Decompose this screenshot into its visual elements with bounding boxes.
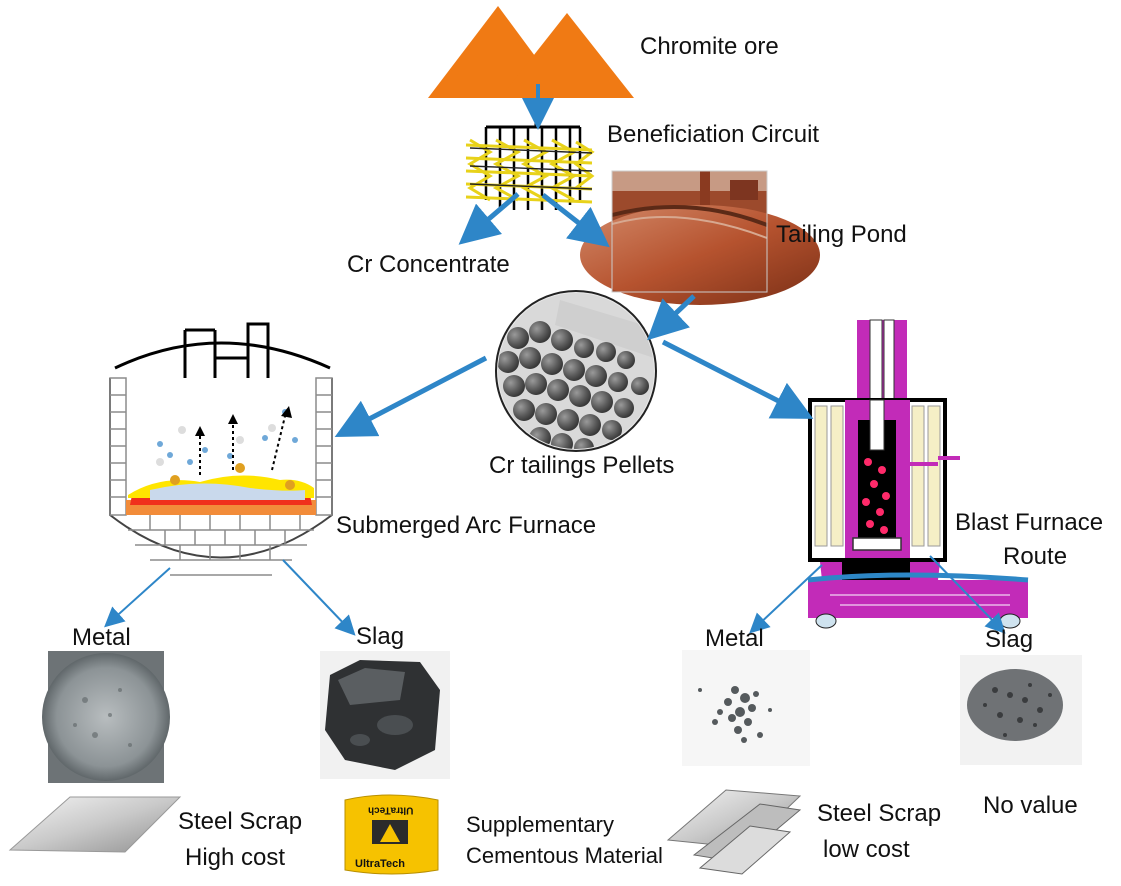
saf-metal-photo [42, 651, 170, 783]
bf-label-line1: Blast Furnace [955, 509, 1104, 536]
flow-arrows [104, 84, 1006, 636]
tailing-pond-label: Tailing Pond [776, 221, 907, 248]
steel-low-label-1: Steel Scrap [817, 800, 942, 827]
scm-label-2: Cementous Material [466, 843, 663, 868]
bf-metal-label: Metal [705, 625, 764, 652]
saf-label: Submerged Arc Furnace [336, 512, 597, 539]
bf-metal-photo [682, 650, 810, 766]
cement-bag-top-text: UltraTech [368, 804, 414, 816]
cement-bag-brand: UltraTech [355, 858, 405, 870]
steel-plates-low [666, 789, 802, 875]
saf-slag-photo [320, 651, 450, 779]
chromite-ore-piles [428, 6, 634, 98]
cement-bag [344, 794, 439, 875]
beneficiation-spirals [465, 112, 595, 210]
bf-slag-label: Slag [985, 626, 1034, 653]
chromite-ore-label: Chromite ore [640, 33, 779, 60]
pellets-label: Cr tailings Pellets [489, 452, 675, 479]
submerged-arc-furnace [109, 322, 333, 576]
bf-label-line2: Route [1003, 543, 1068, 570]
steel-low-label-2: low cost [823, 836, 910, 863]
scm-label-1: Supplementary [466, 812, 614, 837]
beneficiation-label: Beneficiation Circuit [607, 121, 820, 148]
saf-metal-label: Metal [72, 624, 131, 651]
pellets-photo [495, 290, 657, 452]
blast-furnace [807, 319, 1029, 629]
tailing-pond-photo [580, 170, 820, 305]
no-value-label: No value [983, 792, 1078, 819]
cr-concentrate-label: Cr Concentrate [347, 251, 510, 278]
bf-slag-photo [960, 655, 1082, 765]
steel-plate-high [8, 796, 182, 853]
steel-high-label-2: High cost [185, 844, 286, 871]
saf-slag-label: Slag [356, 623, 405, 650]
steel-high-label-1: Steel Scrap [178, 808, 303, 835]
